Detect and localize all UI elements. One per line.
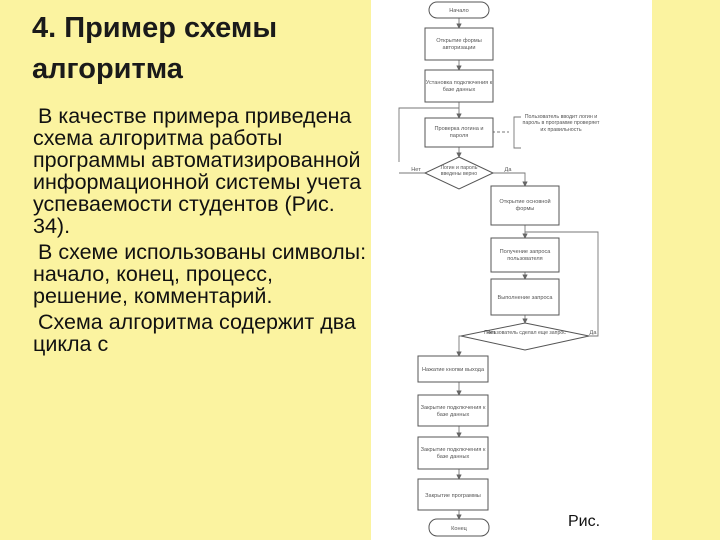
node-close-db-2: Закрытие подключения к базе данных (420, 447, 486, 460)
node-close-db-1: Закрытие подключения к базе данных (420, 405, 486, 418)
node-decision-request: Пользователь сделал еще запрос (484, 330, 566, 336)
process-close-db-2 (417, 436, 489, 470)
slide-title: 4. Пример схемы алгоритма (32, 12, 278, 85)
node-start: Начало (449, 8, 469, 14)
process-exec-request (490, 278, 560, 316)
paragraph-1: В качестве примера приведена схема алгор… (33, 104, 362, 238)
process-get-request (490, 237, 560, 273)
decision-request (460, 322, 590, 351)
node-check-login: Проверка логина и пароля (434, 126, 484, 139)
decision-login (423, 156, 495, 190)
label-no-1: Нет (411, 167, 421, 173)
process-open-main (490, 185, 560, 226)
node-end: Конец (451, 526, 468, 532)
flowchart-panel: Начало Открытие формы авторизации Устано… (371, 0, 652, 540)
node-exec-request: Выполнение запроса (498, 295, 554, 301)
node-comment: Пользователь вводит логин и пароль в про… (522, 114, 600, 133)
flowchart-diagram: Начало Открытие формы авторизации Устано… (398, 1, 600, 537)
node-open-auth: Открытие формы авторизации (436, 38, 482, 51)
node-press-exit: Нажатие кнопки выхода (422, 367, 485, 373)
start-terminal (428, 1, 490, 19)
process-close-db-1 (417, 394, 489, 427)
node-get-request: Получение запроса пользователя (499, 249, 551, 262)
process-press-exit (417, 355, 489, 383)
node-close-program: Закрытие программы (425, 493, 481, 499)
paragraph-2: В схеме использованы символы: начало, ко… (33, 240, 367, 308)
process-check-login (424, 117, 494, 148)
process-db-connect (424, 69, 494, 103)
right-margin (652, 0, 720, 540)
node-open-main: Открытие основной формы (499, 199, 551, 212)
label-no-2: Нет (486, 330, 496, 336)
node-db-connect: Установка подключения к базе данных (425, 80, 493, 93)
slide-body: В качестве примера приведена схема алгор… (33, 105, 368, 359)
end-terminal (428, 518, 490, 537)
process-close-program (417, 478, 489, 511)
label-yes-1: Да (505, 167, 513, 173)
paragraph-3: Схема алгоритма содержит два цикла с (33, 310, 356, 356)
label-yes-2: Да (590, 330, 598, 336)
process-open-auth (424, 27, 494, 61)
figure-caption: Рис. (568, 513, 601, 530)
node-decision-login: Логин и пароль введены верно (440, 165, 478, 177)
